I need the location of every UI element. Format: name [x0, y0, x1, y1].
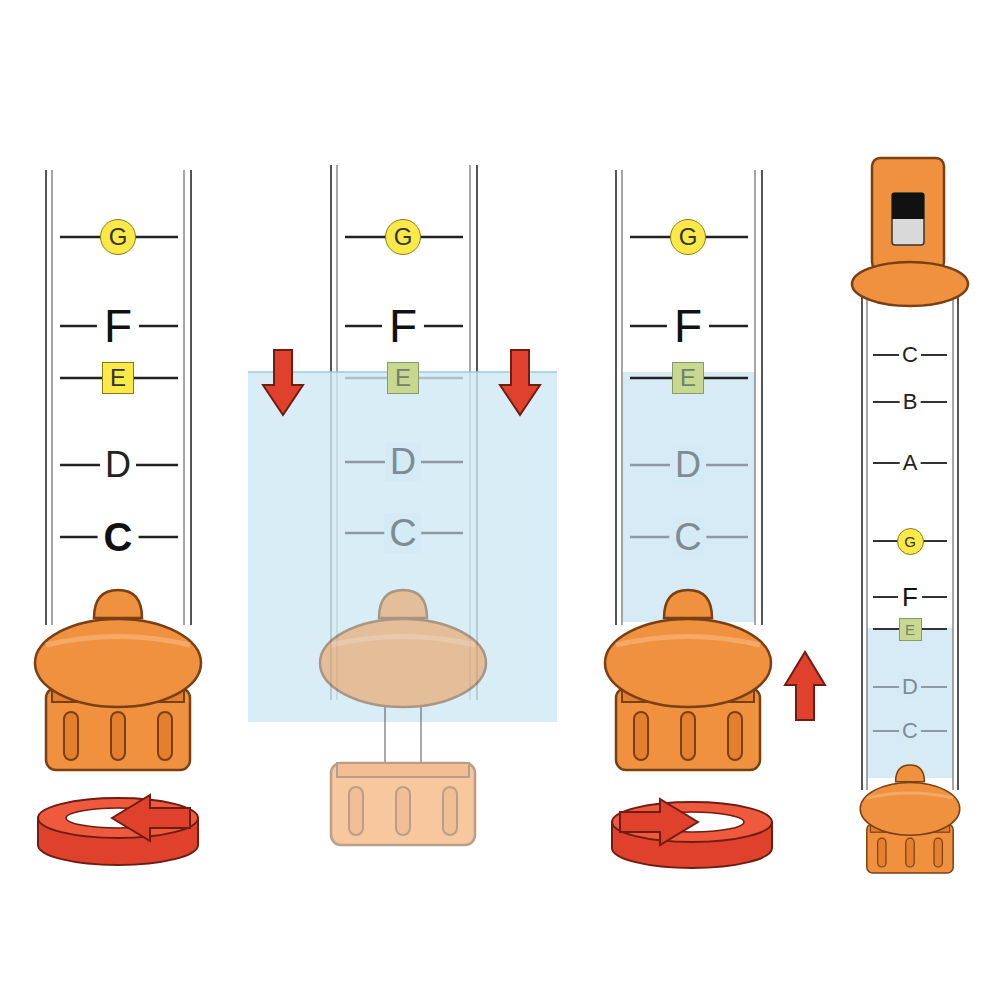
note-label: F — [382, 302, 424, 350]
note-label: D — [100, 446, 136, 484]
note-name: G — [109, 225, 128, 249]
note-circle: G — [897, 528, 924, 555]
note-name: G — [394, 225, 413, 249]
note-label: C — [899, 719, 921, 743]
note-label: D — [899, 675, 921, 699]
note-name: E — [905, 622, 915, 637]
note-square: E — [672, 362, 704, 394]
note-circle: G — [385, 219, 421, 255]
note-label: D — [385, 443, 421, 481]
note-name: G — [679, 225, 698, 249]
note-label: C — [669, 517, 706, 557]
note-label: F — [667, 302, 709, 350]
note-square: E — [899, 618, 922, 641]
note-label: F — [97, 302, 139, 350]
note-label: B — [900, 390, 921, 414]
tube-one — [35, 170, 201, 770]
note-square: E — [102, 362, 134, 394]
note-name: E — [680, 366, 696, 390]
rotate-arrow — [612, 799, 772, 868]
note-name: E — [395, 366, 411, 390]
tube-two — [248, 165, 557, 845]
note-name: G — [904, 534, 916, 549]
note-label: F — [898, 583, 922, 611]
rotate-arrow — [38, 795, 198, 865]
note-circle: G — [100, 219, 136, 255]
tube-three — [605, 170, 771, 770]
note-label: D — [670, 446, 706, 484]
whistle — [852, 158, 968, 873]
note-label: C — [384, 513, 421, 553]
down-arrow — [263, 350, 540, 415]
note-circle: G — [670, 219, 706, 255]
note-square: E — [387, 362, 419, 394]
note-label: A — [900, 451, 921, 475]
note-label: C — [98, 516, 139, 558]
up-arrow — [785, 652, 825, 720]
note-label: C — [899, 343, 921, 367]
note-name: E — [110, 366, 126, 390]
